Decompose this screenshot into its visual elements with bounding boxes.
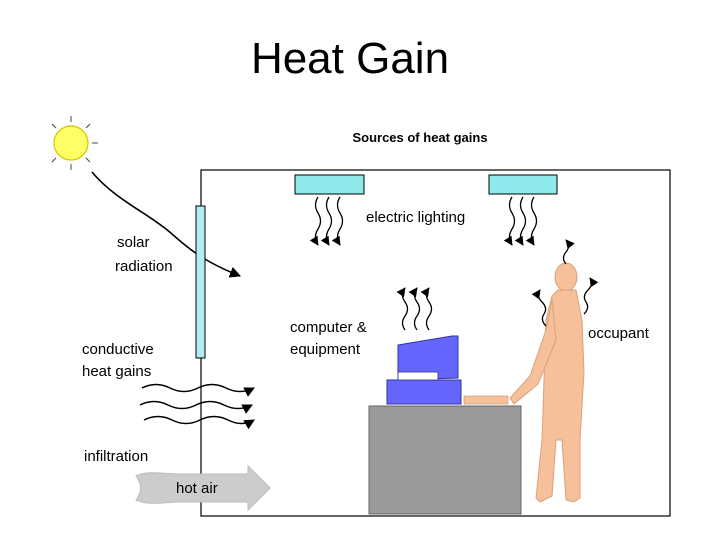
- solar-radiation-arrow: [91, 171, 242, 278]
- diagram-heading: Sources of heat gains: [352, 130, 487, 145]
- sun-icon: [51, 116, 98, 170]
- hot-air-label: hot air: [176, 480, 218, 497]
- ceiling-lamp-left: [294, 174, 365, 195]
- slide-title: Heat Gain: [250, 34, 450, 83]
- conductive-label-line2: heat gains: [82, 363, 151, 380]
- solar-label-line1: solar: [117, 234, 150, 251]
- window: [195, 205, 206, 359]
- computer-heat-waves: [396, 287, 433, 331]
- conductive-heat-arrows: [139, 383, 255, 430]
- conductive-label-line1: conductive: [82, 341, 154, 358]
- occupant-label: occupant: [588, 325, 650, 342]
- ceiling-lamp-right: [488, 174, 558, 195]
- occupant-figure: [509, 262, 585, 503]
- desk: [368, 405, 522, 515]
- infiltration-label: infiltration: [84, 448, 148, 465]
- computer-label-line1: computer &: [290, 319, 367, 336]
- electric-lighting-label: electric lighting: [366, 209, 465, 226]
- lighting-heat-waves: [309, 196, 538, 246]
- computer-label-line2: equipment: [290, 341, 361, 358]
- hot-air-arrow: [135, 464, 271, 512]
- computer-icon: [386, 335, 509, 405]
- occupant-heat-waves: [531, 239, 599, 327]
- solar-label-line2: radiation: [115, 258, 173, 275]
